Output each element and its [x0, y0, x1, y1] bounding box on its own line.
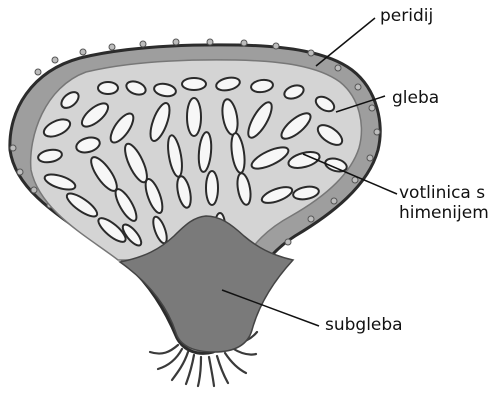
label-votlinica-line1: votlinica s [399, 183, 499, 203]
leader-line-peridij [316, 18, 375, 66]
label-votlinica-s-himenijem: votlinica s himenijem [399, 183, 499, 223]
label-peridij: peridij [380, 6, 433, 26]
label-subgleba: subgleba [325, 315, 403, 335]
label-votlinica-line2: himenijem [399, 203, 499, 223]
label-gleba: gleba [392, 88, 439, 108]
